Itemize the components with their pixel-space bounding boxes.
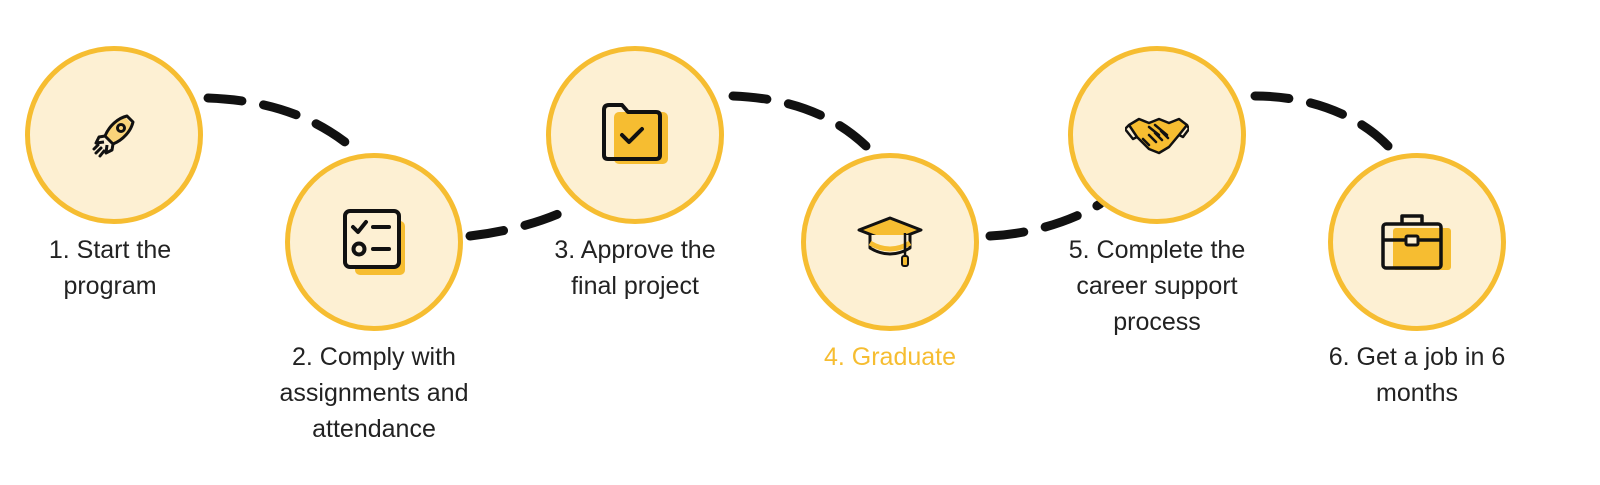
step-2-label-line: 2. Comply with — [292, 343, 456, 371]
briefcase-icon — [1381, 214, 1451, 270]
step-2-label-line: attendance — [312, 415, 436, 443]
step-1-circle — [25, 46, 203, 224]
step-1-label-line: 1. Start the — [48, 236, 172, 264]
step-6-label-line: months — [1376, 379, 1458, 407]
step-3-label-line: 3. Approve the — [554, 236, 716, 264]
step-1-label: 1. Start the program — [0, 232, 230, 304]
connector-3-4 — [728, 91, 871, 151]
step-5-label-line: 5. Complete the — [1068, 236, 1246, 264]
step-3-circle — [546, 46, 724, 224]
step-5-circle — [1068, 46, 1246, 224]
folder-check-icon — [602, 103, 668, 164]
step-5-label-line: career support — [1076, 272, 1238, 300]
handshake-icon — [1125, 117, 1189, 155]
connector-4-5 — [985, 199, 1105, 241]
step-4-label-line: 4. Graduate — [823, 343, 957, 371]
step-2-label: 2. Comply with assignments and attendanc… — [254, 339, 494, 447]
step-3-label-line: final project — [571, 272, 699, 300]
step-6-label: 6. Get a job in 6 months — [1297, 339, 1537, 411]
step-3-label: 3. Approve the final project — [515, 232, 755, 304]
connector-5-6 — [1250, 91, 1393, 151]
connector-2-3 — [465, 201, 580, 241]
step-2-label-line: assignments and — [279, 379, 469, 407]
step-6-label-line: 6. Get a job in 6 — [1328, 343, 1506, 371]
step-5-label: 5. Complete the career support process — [1037, 232, 1277, 340]
checklist-icon — [343, 209, 405, 275]
step-5-label-line: process — [1113, 308, 1201, 336]
step-6-circle — [1328, 153, 1506, 331]
step-4-circle — [801, 153, 979, 331]
rocket-icon — [92, 114, 135, 158]
step-4-label: 4. Graduate — [770, 339, 1010, 375]
step-1-label-line: program — [63, 272, 157, 300]
step-2-circle — [285, 153, 463, 331]
connector-1-2 — [203, 93, 350, 147]
graduation-cap-icon — [857, 216, 923, 267]
